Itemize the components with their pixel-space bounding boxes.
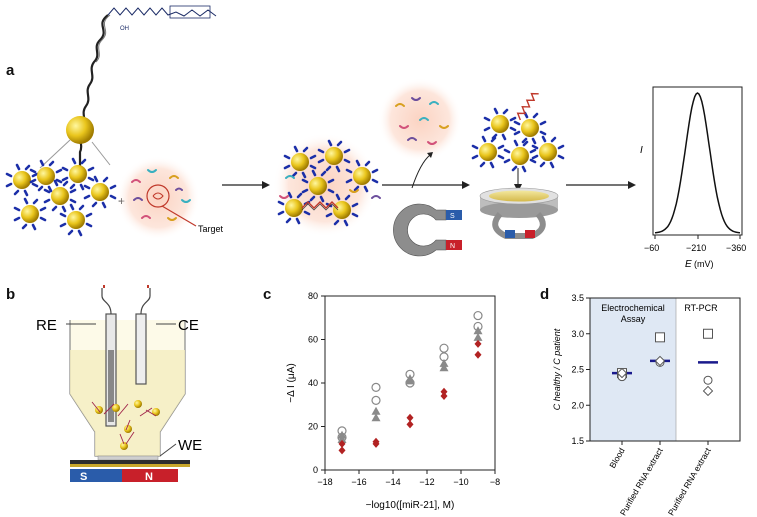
c-y-tick-label: 20	[308, 422, 318, 432]
c-point-triangle	[473, 326, 483, 335]
volt-x-unit: (mV)	[694, 259, 714, 269]
c-point-diamond	[338, 439, 346, 448]
target-label: Target	[198, 224, 224, 234]
panel-label-b: b	[6, 286, 16, 303]
volt-tick-right: −360	[726, 243, 746, 253]
c-y-axis-label: −Δ I (μA)	[286, 363, 297, 402]
volt-x-label: E	[685, 259, 692, 270]
c-point-diamond	[440, 387, 448, 396]
rna-fragments-sample	[131, 169, 191, 221]
d-group-label-electrochemical-line2: Assay	[621, 314, 646, 324]
c-x-tick-label: −8	[490, 477, 500, 487]
c-x-tick-label: −10	[453, 477, 468, 487]
magnet-a-n-label: N	[450, 243, 455, 250]
d-y-tick-label: 2.5	[571, 365, 584, 375]
c-point-diamond	[372, 439, 380, 448]
c-point-triangle	[439, 363, 449, 372]
d-y-axis-label: C healthy / C patient	[552, 328, 562, 410]
c-point-circle	[439, 343, 449, 353]
panel-c-chart: −18 −16 −14 −12 −10 −8 0 20 40 60 80 −log10([miR-21…	[286, 291, 500, 511]
c-y-tick-label: 80	[308, 291, 318, 301]
c-point-diamond	[474, 339, 482, 348]
d-point-square	[703, 328, 713, 339]
molecule-chain: OH	[78, 5, 217, 175]
d-group-label-rtpcr: RT-PCR	[684, 303, 718, 313]
d-point-diamond	[616, 367, 628, 379]
c-point-diamond	[338, 446, 346, 455]
c-point-diamond	[406, 413, 414, 422]
d-point-square	[655, 332, 665, 343]
panel-label-c: c	[263, 286, 272, 303]
c-point-triangle	[405, 376, 415, 385]
we-label: WE	[178, 437, 202, 454]
c-y-tick-label: 40	[308, 378, 318, 388]
c-point-diamond	[474, 350, 482, 359]
magnet-b-n-label: N	[145, 471, 153, 483]
voltammogram-plot: −60 −210 −360 I E (mV)	[640, 86, 746, 270]
gold-nanoparticle-large	[66, 116, 94, 144]
c-x-tick-label: −14	[385, 477, 400, 487]
c-y-tick-label: 0	[313, 465, 318, 475]
d-group-label-electrochemical-line1: Electrochemical	[601, 303, 665, 313]
c-x-tick-label: −12	[419, 477, 434, 487]
panel-label-a: a	[6, 62, 15, 79]
re-label: RE	[36, 317, 57, 334]
c-point-triangle	[439, 358, 449, 367]
d-x-tick-label: Purified RNA extract	[666, 445, 713, 517]
volt-tick-left: −60	[644, 243, 659, 253]
electrode-disc	[479, 187, 559, 239]
d-assay-shade	[590, 298, 676, 441]
d-y-tick-label: 3.0	[571, 329, 584, 339]
c-point-triangle	[371, 406, 381, 415]
c-point-triangle	[337, 435, 347, 444]
c-x-tick-label: −18	[317, 477, 332, 487]
c-point-diamond	[406, 420, 414, 429]
nanoparticle-cluster-left	[5, 157, 117, 237]
d-x-tick-label: Purified RNA extract	[618, 445, 665, 517]
c-x-tick-label: −16	[351, 477, 366, 487]
magnet-a-s-label: S	[450, 213, 455, 220]
c-point-triangle	[371, 413, 381, 422]
panel-b-electrochemical-cell: RE CE WE S N	[36, 285, 202, 483]
c-point-circle	[371, 382, 381, 392]
d-y-tick-label: 2.0	[571, 400, 584, 410]
d-y-tick-label: 3.5	[571, 293, 584, 303]
c-point-triangle	[473, 332, 483, 341]
d-point-circle	[703, 375, 713, 385]
panel-label-d: d	[540, 286, 550, 303]
magnet-b-s-label: S	[80, 471, 87, 483]
rna-fragments-supernatant	[395, 97, 449, 145]
magnet-icon: S N	[393, 203, 462, 257]
volt-tick-mid: −210	[686, 243, 706, 253]
c-point-triangle	[337, 430, 347, 439]
d-x-tick-label: Blood	[607, 446, 627, 470]
sample-glow	[116, 156, 200, 240]
nanoparticle-cluster-captured	[471, 107, 565, 173]
c-x-axis-label: −log10([miR-21], M)	[366, 500, 455, 511]
volt-y-label: I	[640, 145, 643, 156]
panel-a-schematic: OH + Target	[5, 5, 746, 270]
molecule-oh-label: OH	[120, 26, 129, 32]
ce-label: CE	[178, 317, 199, 334]
nanoparticles-in-cell	[91, 400, 160, 450]
d-point-diamond	[702, 385, 714, 397]
magnet-b-icon: S N	[70, 469, 178, 483]
d-y-tick-label: 1.5	[571, 436, 584, 446]
d-point-diamond	[654, 355, 666, 367]
c-y-tick-label: 60	[308, 335, 318, 345]
c-point-diamond	[440, 392, 448, 401]
c-point-circle	[473, 310, 483, 321]
c-point-circle	[371, 395, 381, 406]
